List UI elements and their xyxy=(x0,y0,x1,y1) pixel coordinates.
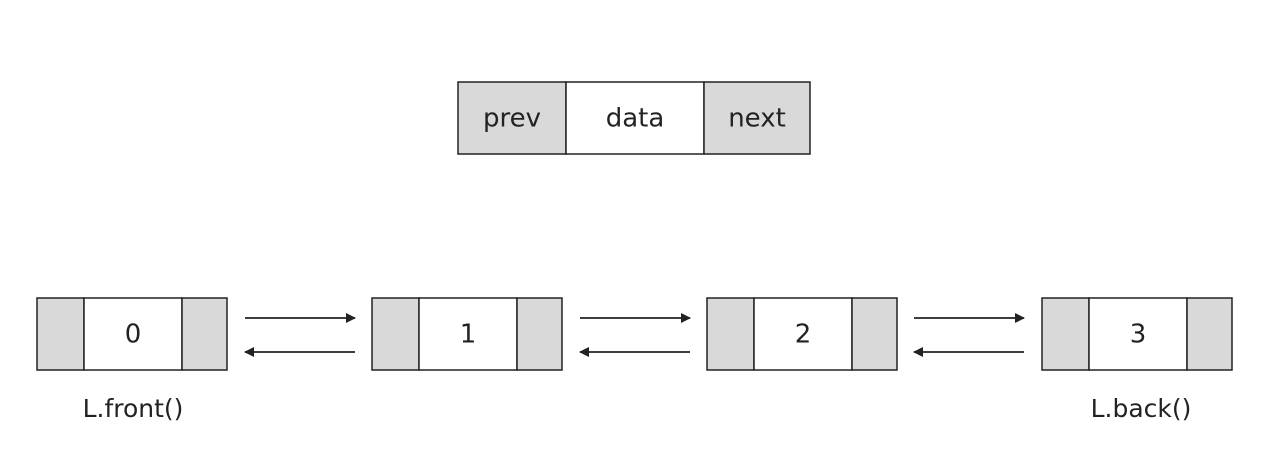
list-node-1: 1 xyxy=(371,297,563,371)
node-2-next-cell xyxy=(851,297,898,371)
node-0-prev-cell xyxy=(36,297,85,371)
legend-next-label: next xyxy=(728,104,786,134)
node-3-next-cell xyxy=(1186,297,1233,371)
node-2-data-cell xyxy=(753,297,853,371)
legend-prev-cell xyxy=(457,81,567,155)
node-3-value: 3 xyxy=(1130,320,1147,350)
node-3-data-cell xyxy=(1088,297,1188,371)
legend-node: prev data next xyxy=(457,81,811,155)
back-label: L.back() xyxy=(1091,394,1192,423)
list-node-0: 0 xyxy=(36,297,228,371)
legend-data-label: data xyxy=(606,104,665,134)
list-node-2: 2 xyxy=(706,297,898,371)
node-1-value: 1 xyxy=(460,320,477,350)
node-0-value: 0 xyxy=(125,320,142,350)
node-0-next-cell xyxy=(181,297,228,371)
node-3-prev-cell xyxy=(1041,297,1090,371)
legend-data-cell xyxy=(565,81,705,155)
node-2-value: 2 xyxy=(795,320,812,350)
node-1-prev-cell xyxy=(371,297,420,371)
list-node-3: 3 xyxy=(1041,297,1233,371)
node-1-next-cell xyxy=(516,297,563,371)
node-2-prev-cell xyxy=(706,297,755,371)
legend-next-cell xyxy=(703,81,811,155)
legend-prev-label: prev xyxy=(483,104,541,134)
node-1-data-cell xyxy=(418,297,518,371)
front-label: L.front() xyxy=(83,394,184,423)
